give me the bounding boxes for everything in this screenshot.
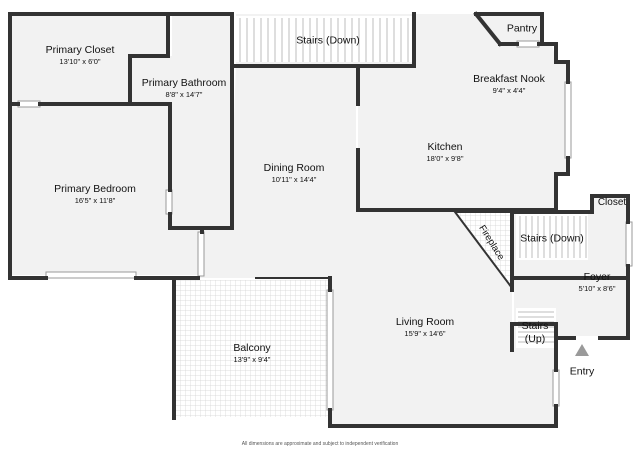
kitchen-dims: 18'0" x 9'8" xyxy=(426,153,464,163)
entry-name: Entry xyxy=(569,365,595,378)
entry-label: Entry xyxy=(570,365,595,378)
primary-bathroom-label: Primary Bathroom 8'8" x 14'7" xyxy=(142,77,227,100)
kitchen-name: Kitchen xyxy=(427,140,463,153)
balcony-dims: 13'9" x 9'4" xyxy=(233,354,271,364)
breakfast-nook-label: Breakfast Nook 9'4" x 4'4" xyxy=(473,73,545,96)
stairs-down-top-graphic xyxy=(236,16,412,62)
balcony-label: Balcony 13'9" x 9'4" xyxy=(233,342,270,365)
breakfast-nook-name: Breakfast Nook xyxy=(473,72,545,85)
living-room-label: Living Room 15'9" x 14'6" xyxy=(396,316,454,339)
walls xyxy=(8,11,630,428)
primary-bathroom-dims: 8'8" x 14'7" xyxy=(165,89,203,99)
stairs-up-label: Stairs (Up) xyxy=(522,320,549,346)
dining-room-dims: 10'11" x 14'4" xyxy=(271,174,317,184)
breakfast-nook-dims: 9'4" x 4'4" xyxy=(492,85,526,95)
entry-arrow-icon xyxy=(575,344,589,356)
balcony-name: Balcony xyxy=(233,341,271,354)
closet-label: Closet xyxy=(598,197,626,210)
primary-closet-label: Primary Closet 13'10" x 6'0" xyxy=(46,44,115,67)
pantry-label: Pantry xyxy=(507,22,537,35)
balcony-floor xyxy=(175,280,330,417)
foyer-dims: 5'10" x 8'6" xyxy=(578,283,616,293)
primary-bedroom-dims: 16'5" x 11'8" xyxy=(74,195,116,205)
primary-closet-name: Primary Closet xyxy=(45,43,115,56)
primary-closet-dims: 13'10" x 6'0" xyxy=(59,56,101,66)
dining-room-name: Dining Room xyxy=(263,161,325,174)
kitchen-label: Kitchen 18'0" x 9'8" xyxy=(427,141,464,164)
living-room-name: Living Room xyxy=(395,315,455,328)
foyer-name: Foyer xyxy=(583,270,611,283)
stairs-down-right-label: Stairs (Down) xyxy=(520,232,584,245)
closet-name: Closet xyxy=(597,196,627,208)
dimensions-disclaimer: All dimensions are approximate and subje… xyxy=(241,441,399,447)
stairs-down-right-name: Stairs (Down) xyxy=(520,232,584,245)
primary-bedroom-name: Primary Bedroom xyxy=(54,182,136,195)
stairs-up-line2: (Up) xyxy=(524,333,546,345)
windows xyxy=(17,40,633,411)
living-room-dims: 15'9" x 14'6" xyxy=(404,328,446,338)
stairs-down-right-graphic xyxy=(516,214,588,260)
primary-bathroom-name: Primary Bathroom xyxy=(141,76,227,89)
pantry-name: Pantry xyxy=(506,22,538,35)
foyer-label: Foyer 5'10" x 8'6" xyxy=(579,271,616,294)
stairs-up-graphic xyxy=(516,308,556,348)
stairs-down-top-label: Stairs (Down) xyxy=(296,34,360,47)
dining-room-label: Dining Room 10'11" x 14'4" xyxy=(264,162,325,185)
stairs-up-line1: Stairs xyxy=(521,319,549,332)
primary-bedroom-label: Primary Bedroom 16'5" x 11'8" xyxy=(54,183,136,206)
stairs-down-top-name: Stairs (Down) xyxy=(296,34,360,47)
